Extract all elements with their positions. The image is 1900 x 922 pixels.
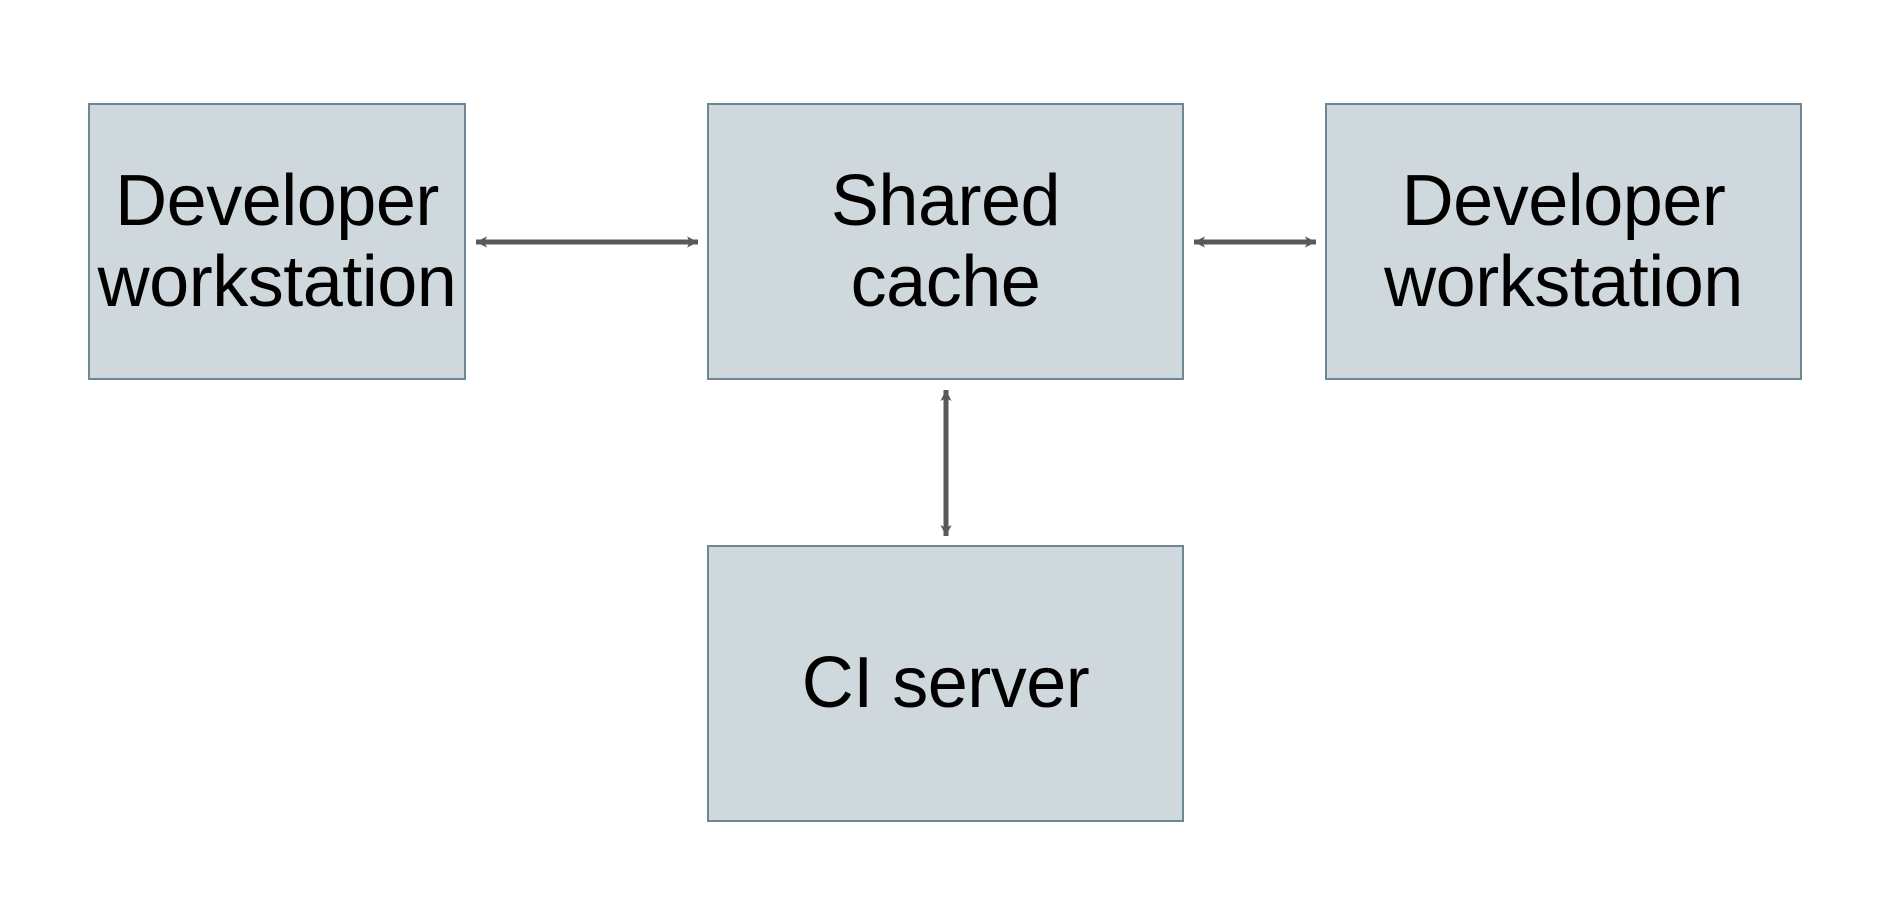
node-label-ci-server: CI server: [801, 643, 1090, 724]
node-ci-server[interactable]: CI server: [707, 545, 1184, 822]
node-label-developer-workstation-right: Developer workstation: [1384, 160, 1743, 322]
node-shared-cache[interactable]: Shared cache: [707, 103, 1184, 380]
node-developer-workstation-left[interactable]: Developer workstation: [88, 103, 466, 380]
node-developer-workstation-right[interactable]: Developer workstation: [1325, 103, 1802, 380]
node-label-shared-cache: Shared cache: [830, 160, 1061, 322]
node-label-developer-workstation-left: Developer workstation: [97, 160, 457, 322]
